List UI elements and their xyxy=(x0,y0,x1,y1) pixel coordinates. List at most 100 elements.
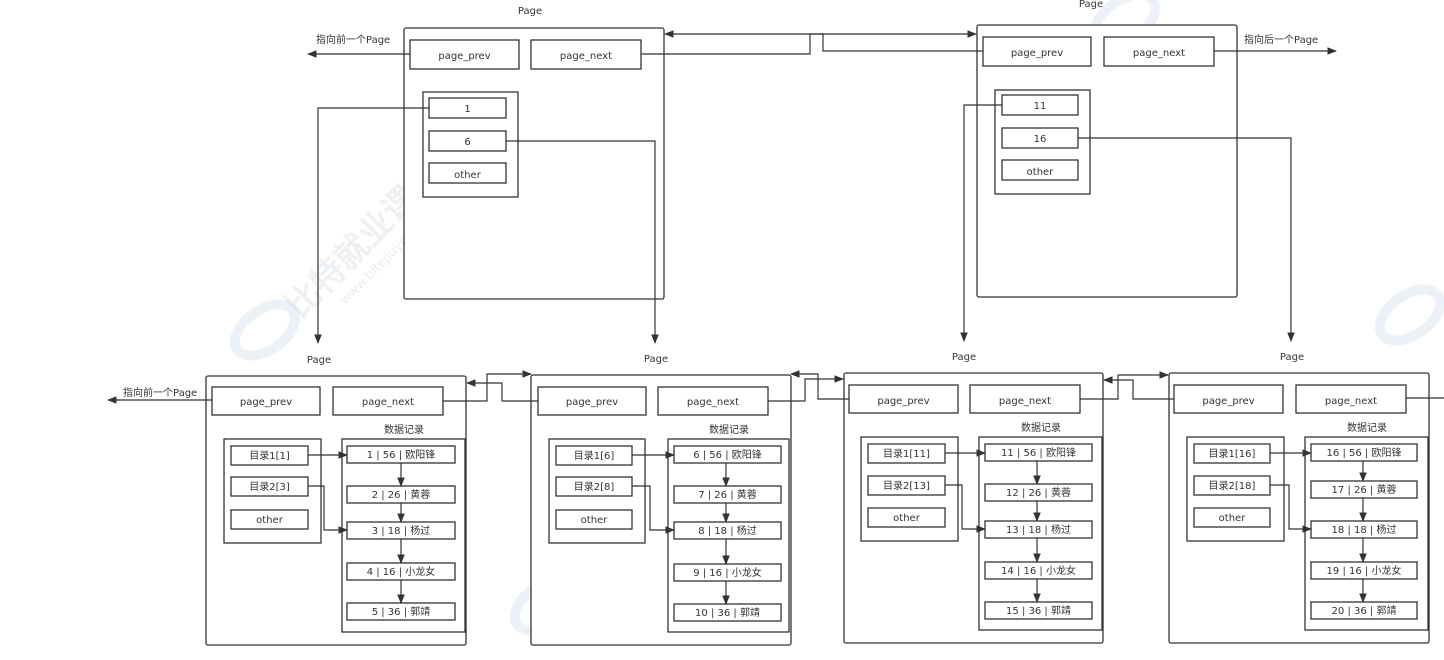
directory-slot-other[interactable]: other xyxy=(555,509,633,530)
directory-slot-label: 目录2[8] xyxy=(574,481,615,493)
page-next-field[interactable]: page_next xyxy=(969,384,1081,414)
directory-slot-label: 目录2[13] xyxy=(883,480,930,492)
record-row[interactable]: 12 | 26 | 黄蓉 xyxy=(984,483,1093,502)
page-next-field[interactable]: page_next xyxy=(657,386,769,416)
directory-slot-2[interactable]: 目录2[3] xyxy=(230,476,309,497)
leaf-page-1: Page page_prev page_next 数据记录 目录1[1] 目录2… xyxy=(107,355,467,646)
page-prev-label: page_prev xyxy=(240,397,292,408)
index-key-other[interactable]: other xyxy=(428,162,507,184)
link-next-leaf-2-to-3 xyxy=(768,375,844,402)
directory-slot-label: 目录2[3] xyxy=(249,481,290,493)
page-next-label: page_next xyxy=(1325,396,1377,407)
record-text: 16 | 56 | 欧阳锋 xyxy=(1327,446,1402,459)
record-row[interactable]: 18 | 18 | 杨过 xyxy=(1310,520,1418,539)
directory-slot-2[interactable]: 目录2[18] xyxy=(1193,475,1271,496)
record-text: 1 | 56 | 欧阳锋 xyxy=(367,448,436,461)
page-prev-field[interactable]: page_prev xyxy=(409,39,520,70)
link-next-to-top-page-2 xyxy=(641,30,977,55)
directory-slot-other[interactable]: other xyxy=(867,507,946,528)
link-prev-leaf-2-to-1 xyxy=(466,379,538,402)
prev-pointer-label: 指向前一个Page xyxy=(316,33,390,46)
top-links xyxy=(314,30,1295,344)
record-row[interactable]: 10 | 36 | 郭靖 xyxy=(673,603,782,622)
page-prev-field[interactable]: page_prev xyxy=(537,386,647,416)
prev-pointer-label: 指向前一个Page xyxy=(123,386,197,399)
directory-link xyxy=(1270,484,1312,533)
record-row[interactable]: 15 | 36 | 郭靖 xyxy=(984,601,1093,620)
page-prev-field[interactable]: page_prev xyxy=(982,36,1092,67)
record-row[interactable]: 8 | 18 | 杨过 xyxy=(673,521,782,540)
record-row[interactable]: 13 | 18 | 杨过 xyxy=(984,520,1093,539)
record-text: 20 | 36 | 郭靖 xyxy=(1332,604,1397,617)
page-title: Page xyxy=(307,355,331,366)
record-row[interactable]: 6 | 56 | 欧阳锋 xyxy=(673,445,782,464)
record-text: 10 | 36 | 郭靖 xyxy=(695,606,760,619)
page-prev-field[interactable]: page_prev xyxy=(1173,384,1284,414)
record-row[interactable]: 11 | 56 | 欧阳锋 xyxy=(984,443,1093,462)
link-key-11-to-leaf-3 xyxy=(960,104,1002,342)
directory-slot-label: 目录1[6] xyxy=(574,450,615,462)
link-key-1-to-leaf-1 xyxy=(314,107,429,344)
next-pointer-label: 指向后一个Page xyxy=(1244,33,1318,46)
record-row[interactable]: 4 | 16 | 小龙女 xyxy=(346,562,456,581)
index-key-1[interactable]: 1 xyxy=(428,97,507,119)
directory-slot-label: 目录2[18] xyxy=(1209,480,1256,492)
directory-slot-1[interactable]: 目录1[1] xyxy=(230,445,309,466)
page-prev-field[interactable]: page_prev xyxy=(848,384,959,414)
record-row[interactable]: 2 | 26 | 黄蓉 xyxy=(346,485,456,504)
page-title: Page xyxy=(1280,352,1304,363)
record-text: 17 | 26 | 黄蓉 xyxy=(1332,483,1397,496)
page-next-label: page_next xyxy=(687,397,739,408)
directory-link xyxy=(632,485,675,534)
link-prev-leaf-4-to-3 xyxy=(1103,376,1174,400)
record-text: 2 | 26 | 黄蓉 xyxy=(372,488,431,501)
page-prev-field[interactable]: page_prev xyxy=(211,386,321,416)
record-row[interactable]: 17 | 26 | 黄蓉 xyxy=(1310,480,1418,499)
record-row[interactable]: 20 | 36 | 郭靖 xyxy=(1310,601,1418,620)
index-key-6[interactable]: 6 xyxy=(428,130,507,152)
record-row[interactable]: 3 | 18 | 杨过 xyxy=(346,521,456,540)
directory-slot-1[interactable]: 目录1[6] xyxy=(555,445,633,466)
link-prev-leaf-3-to-2 xyxy=(790,370,849,400)
page-next-label: page_next xyxy=(1133,48,1185,59)
top-page-2: Page page_prev page_next 11 16 other 指向后… xyxy=(976,0,1337,298)
link-prev-to-top-page-1 xyxy=(664,30,983,52)
page-next-field[interactable]: page_next xyxy=(1295,384,1407,414)
index-key-label: 16 xyxy=(1034,134,1047,145)
index-key-16[interactable]: 16 xyxy=(1001,127,1079,149)
directory-slot-label: other xyxy=(581,515,609,526)
record-text: 18 | 18 | 杨过 xyxy=(1332,523,1397,536)
record-text: 9 | 16 | 小龙女 xyxy=(693,566,762,579)
records-title: 数据记录 xyxy=(1347,421,1387,434)
link-key-16-to-leaf-4 xyxy=(1078,137,1295,342)
record-row[interactable]: 7 | 26 | 黄蓉 xyxy=(673,485,782,504)
page-prev-label: page_prev xyxy=(1011,48,1063,59)
directory-slot-2[interactable]: 目录2[8] xyxy=(555,476,633,497)
index-key-11[interactable]: 11 xyxy=(1001,94,1079,116)
directory-slot-1[interactable]: 目录1[16] xyxy=(1193,443,1271,464)
directory-slot-other[interactable]: other xyxy=(230,509,309,530)
page-title: Page xyxy=(1079,0,1103,10)
record-row[interactable]: 16 | 56 | 欧阳锋 xyxy=(1310,443,1418,462)
record-row[interactable]: 14 | 16 | 小龙女 xyxy=(984,561,1093,580)
record-text: 19 | 16 | 小龙女 xyxy=(1327,564,1402,577)
record-text: 5 | 36 | 郭靖 xyxy=(372,605,431,618)
record-text: 7 | 26 | 黄蓉 xyxy=(698,488,757,501)
page-next-field[interactable]: page_next xyxy=(332,386,444,416)
index-key-other[interactable]: other xyxy=(1001,159,1079,181)
record-row[interactable]: 9 | 16 | 小龙女 xyxy=(673,563,782,582)
record-row[interactable]: 1 | 56 | 欧阳锋 xyxy=(346,445,456,464)
directory-slot-2[interactable]: 目录2[13] xyxy=(867,475,946,496)
record-row[interactable]: 19 | 16 | 小龙女 xyxy=(1310,561,1418,580)
directory-slot-label: 目录1[11] xyxy=(883,448,930,460)
record-row[interactable]: 5 | 36 | 郭靖 xyxy=(346,602,456,621)
directory-slot-other[interactable]: other xyxy=(1193,507,1271,528)
index-key-label: 6 xyxy=(464,137,470,148)
page-next-field[interactable]: page_next xyxy=(1103,36,1215,67)
directory-link xyxy=(945,484,986,533)
page-title: Page xyxy=(518,6,542,17)
leaf-page-2: Page page_prev page_next 数据记录 目录1[6] 目录2… xyxy=(530,354,792,646)
directory-slot-1[interactable]: 目录1[11] xyxy=(867,443,946,464)
page-next-field[interactable]: page_next xyxy=(530,39,642,70)
